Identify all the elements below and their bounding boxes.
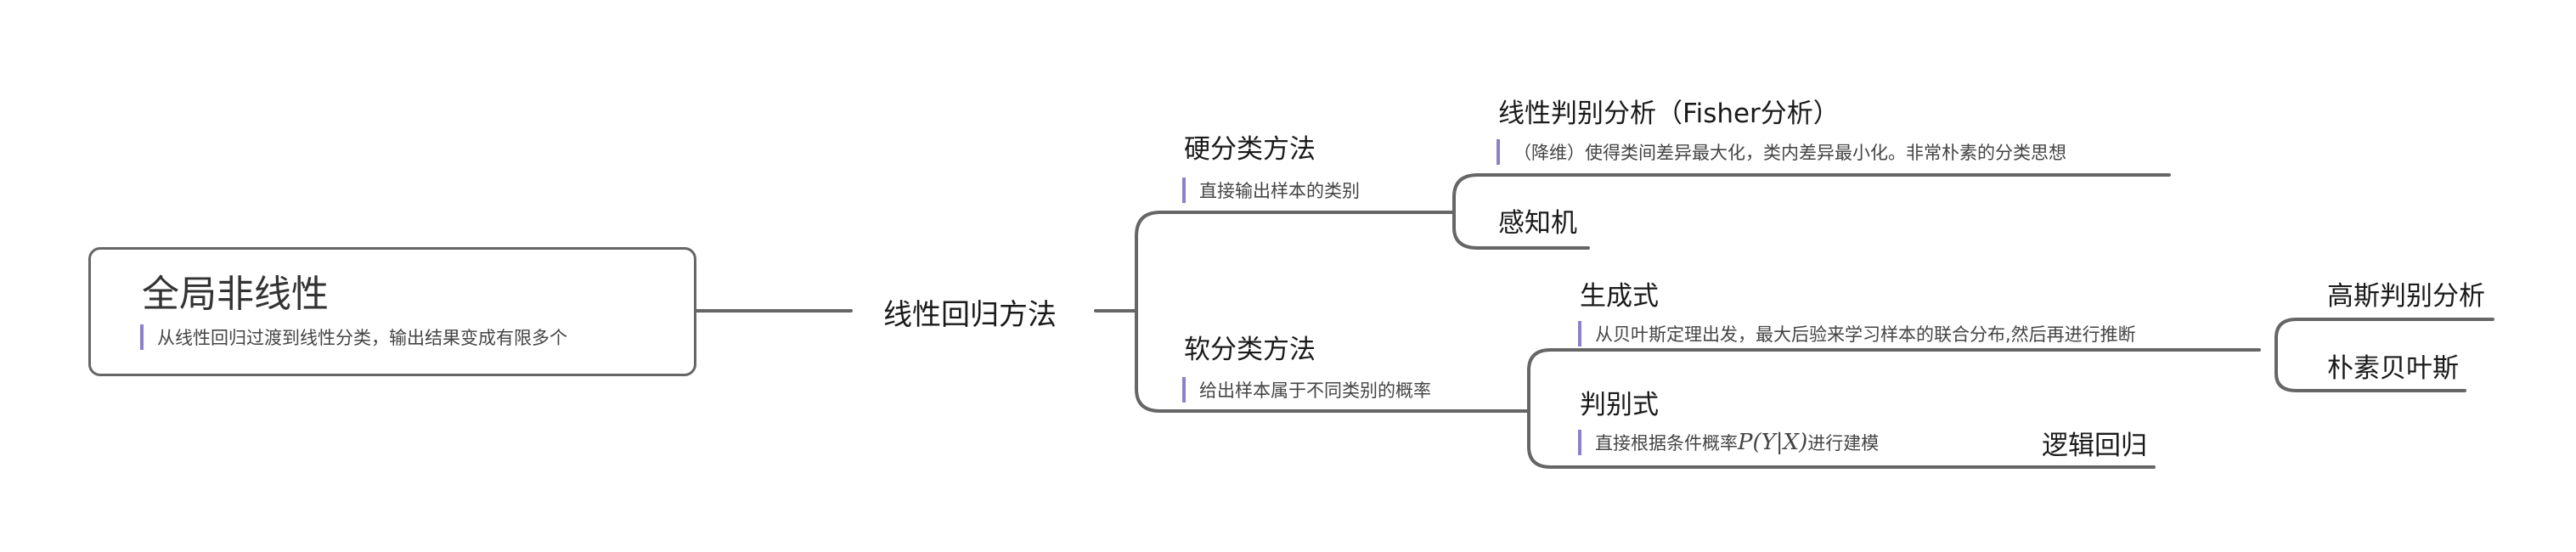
soft-classification-title[interactable]: 软分类方法 [1184,335,1316,365]
connector-soft-to-discriminative [1527,409,2156,469]
gda-node[interactable]: 高斯判别分析 [2327,281,2485,312]
connector-soft-to-generative [1527,348,2261,413]
fisher-lda-note: （降维）使得类间差异最大化，类内差异最小化。非常朴素的分类思想 [1497,139,2066,165]
connector-to-soft [1135,309,1530,413]
hard-classification-title[interactable]: 硬分类方法 [1184,134,1316,165]
naive-bayes-node[interactable]: 朴素贝叶斯 [2327,353,2459,384]
connector-generative-to-gda [2274,318,2494,352]
discriminative-title[interactable]: 判别式 [1580,390,1659,420]
discriminative-note-prefix: 直接根据条件概率 [1595,433,1738,453]
generative-title[interactable]: 生成式 [1580,281,1659,312]
discriminative-note-suffix: 进行建模 [1807,433,1880,453]
discriminative-note: 直接根据条件概率P(Y|X)进行建模 [1578,430,1879,455]
connector-generative-to-naive-bayes [2274,348,2466,392]
connector-hard-to-fisher [1452,173,2171,214]
connector-to-hard [1135,211,1456,313]
fisher-lda-title[interactable]: 线性判别分析（Fisher分析） [1498,99,1840,129]
generative-note: 从贝叶斯定理出发，最大后验来学习样本的联合分布,然后再进行推断 [1578,321,2136,346]
linear-regression-node[interactable]: 线性回归方法 [883,298,1057,332]
connector-hard-to-perceptron [1452,211,1590,250]
root-title: 全局非线性 [142,273,329,316]
discriminative-note-formula: P(Y|X) [1738,430,1808,455]
logistic-regression-node[interactable]: 逻辑回归 [2042,431,2147,461]
root-node[interactable]: 全局非线性 从线性回归过渡到线性分类，输出结果变成有限多个 [88,247,696,376]
hard-classification-note: 直接输出样本的类别 [1182,177,1360,203]
root-note: 从线性回归过渡到线性分类，输出结果变成有限多个 [140,324,567,350]
soft-classification-note: 给出样本属于不同类别的概率 [1182,377,1431,403]
perceptron-node[interactable]: 感知机 [1498,208,1577,239]
